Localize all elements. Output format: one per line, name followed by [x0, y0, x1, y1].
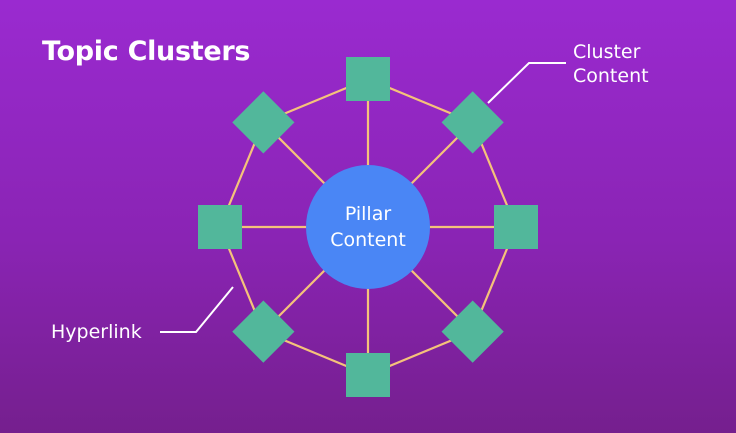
- cluster-nodes: [198, 57, 538, 397]
- cluster-callout-line-2: Content: [573, 65, 649, 87]
- cluster-callout-line: [487, 62, 566, 104]
- cluster-node-bottom-right: [441, 300, 504, 363]
- cluster-node-left: [198, 205, 242, 249]
- cluster-callout-line-1: Cluster: [573, 41, 641, 63]
- pillar-label-line-1: Pillar: [344, 203, 392, 225]
- diagram-title: Topic Clusters: [42, 36, 251, 67]
- callout-lines: [160, 62, 566, 333]
- cluster-node-top-right: [441, 91, 504, 154]
- cluster-node-top-left: [232, 91, 295, 154]
- cluster-node-bottom: [346, 353, 390, 397]
- cluster-content-callout: Cluster Content: [573, 40, 649, 88]
- pillar-content-label: Pillar Content: [307, 201, 429, 253]
- cluster-node-right: [494, 205, 538, 249]
- hyperlink-callout: Hyperlink: [51, 321, 142, 343]
- pillar-label-line-2: Content: [330, 229, 406, 251]
- hyperlink-callout-line: [160, 286, 234, 333]
- pillar-content-circle: [306, 165, 430, 289]
- cluster-node-top: [346, 57, 390, 101]
